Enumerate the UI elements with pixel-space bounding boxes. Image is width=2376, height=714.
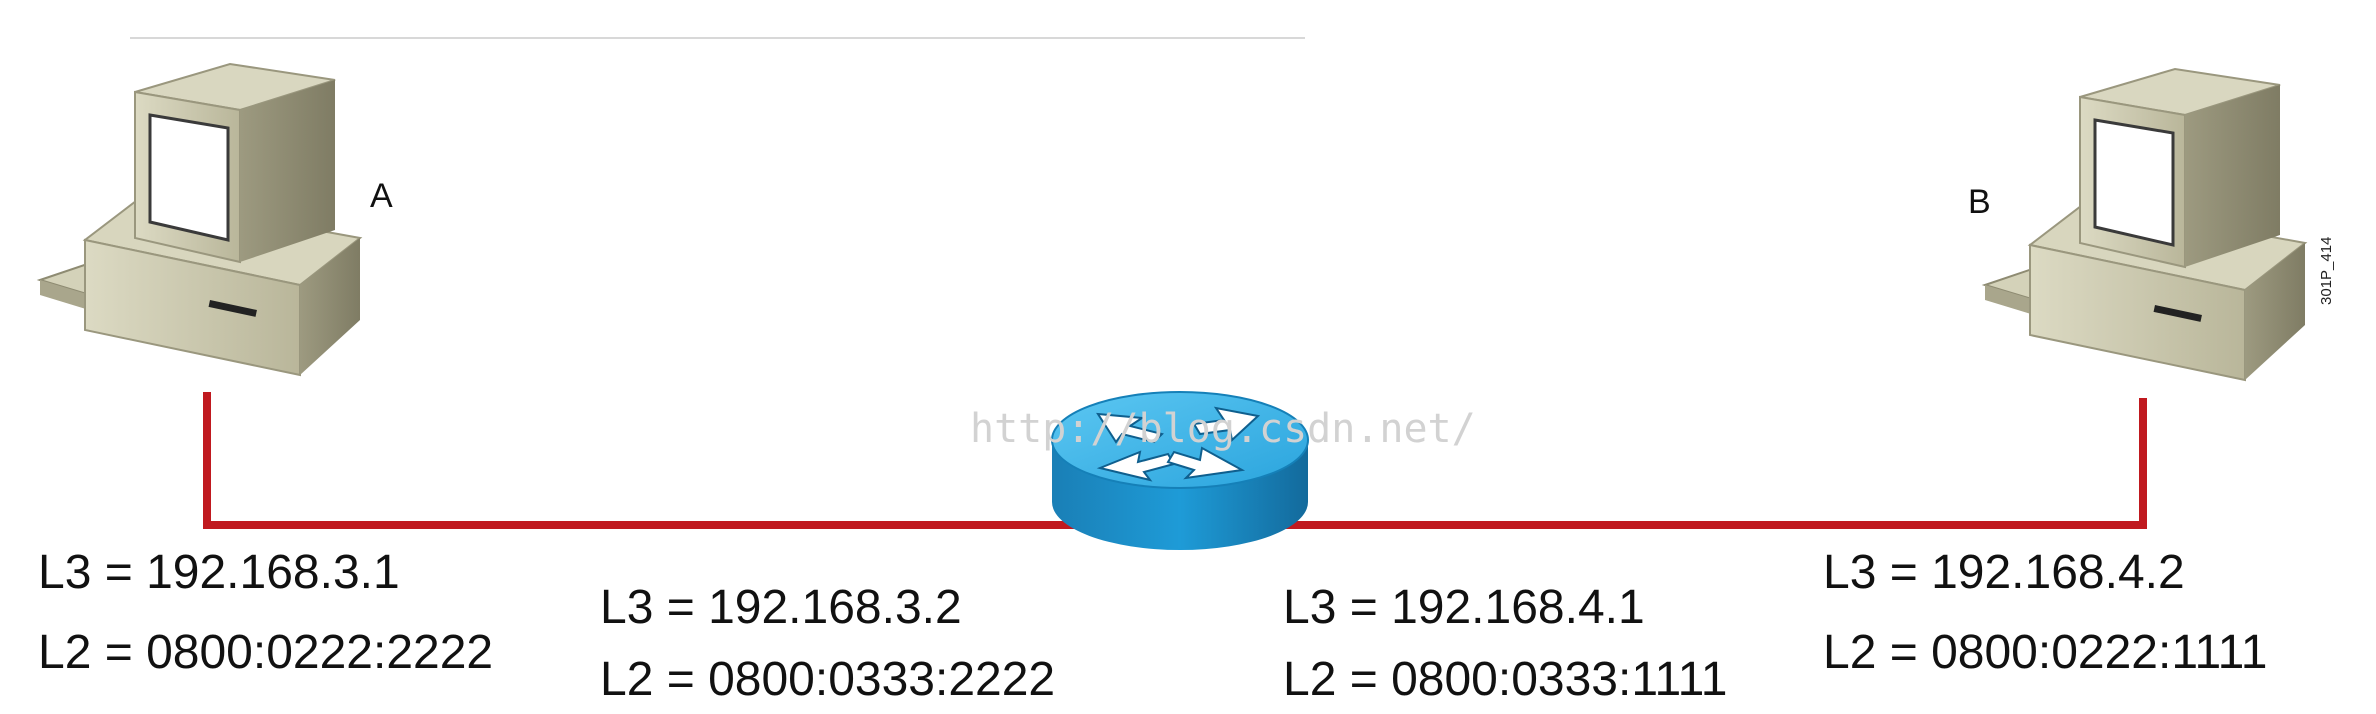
computer-a-icon <box>38 62 362 377</box>
host-b-l2: L2 = 0800:0222:1111 <box>1823 626 2267 679</box>
host-a-label: A <box>370 177 393 215</box>
router-left-l3: L3 = 192.168.3.2 <box>600 581 962 634</box>
host-b-label: B <box>1968 183 1991 221</box>
link-router-to-b <box>1260 398 2147 529</box>
watermark-text: http://blog.csdn.net/ <box>970 406 1476 452</box>
router-left-l2: L2 = 0800:0333:2222 <box>600 653 1055 706</box>
host-a-l2: L2 = 0800:0222:2222 <box>38 626 493 679</box>
router-icon <box>1051 391 1309 550</box>
router-right-l3: L3 = 192.168.4.1 <box>1283 581 1645 634</box>
host-b-l3: L3 = 192.168.4.2 <box>1823 546 2185 599</box>
figure-code: 301P_414 <box>2318 237 2335 305</box>
router-right-l2: L2 = 0800:0333:1111 <box>1283 653 1727 706</box>
host-a-l3: L3 = 192.168.3.1 <box>38 546 400 599</box>
computer-b-icon <box>1983 67 2307 382</box>
link-a-to-router <box>203 392 1100 529</box>
